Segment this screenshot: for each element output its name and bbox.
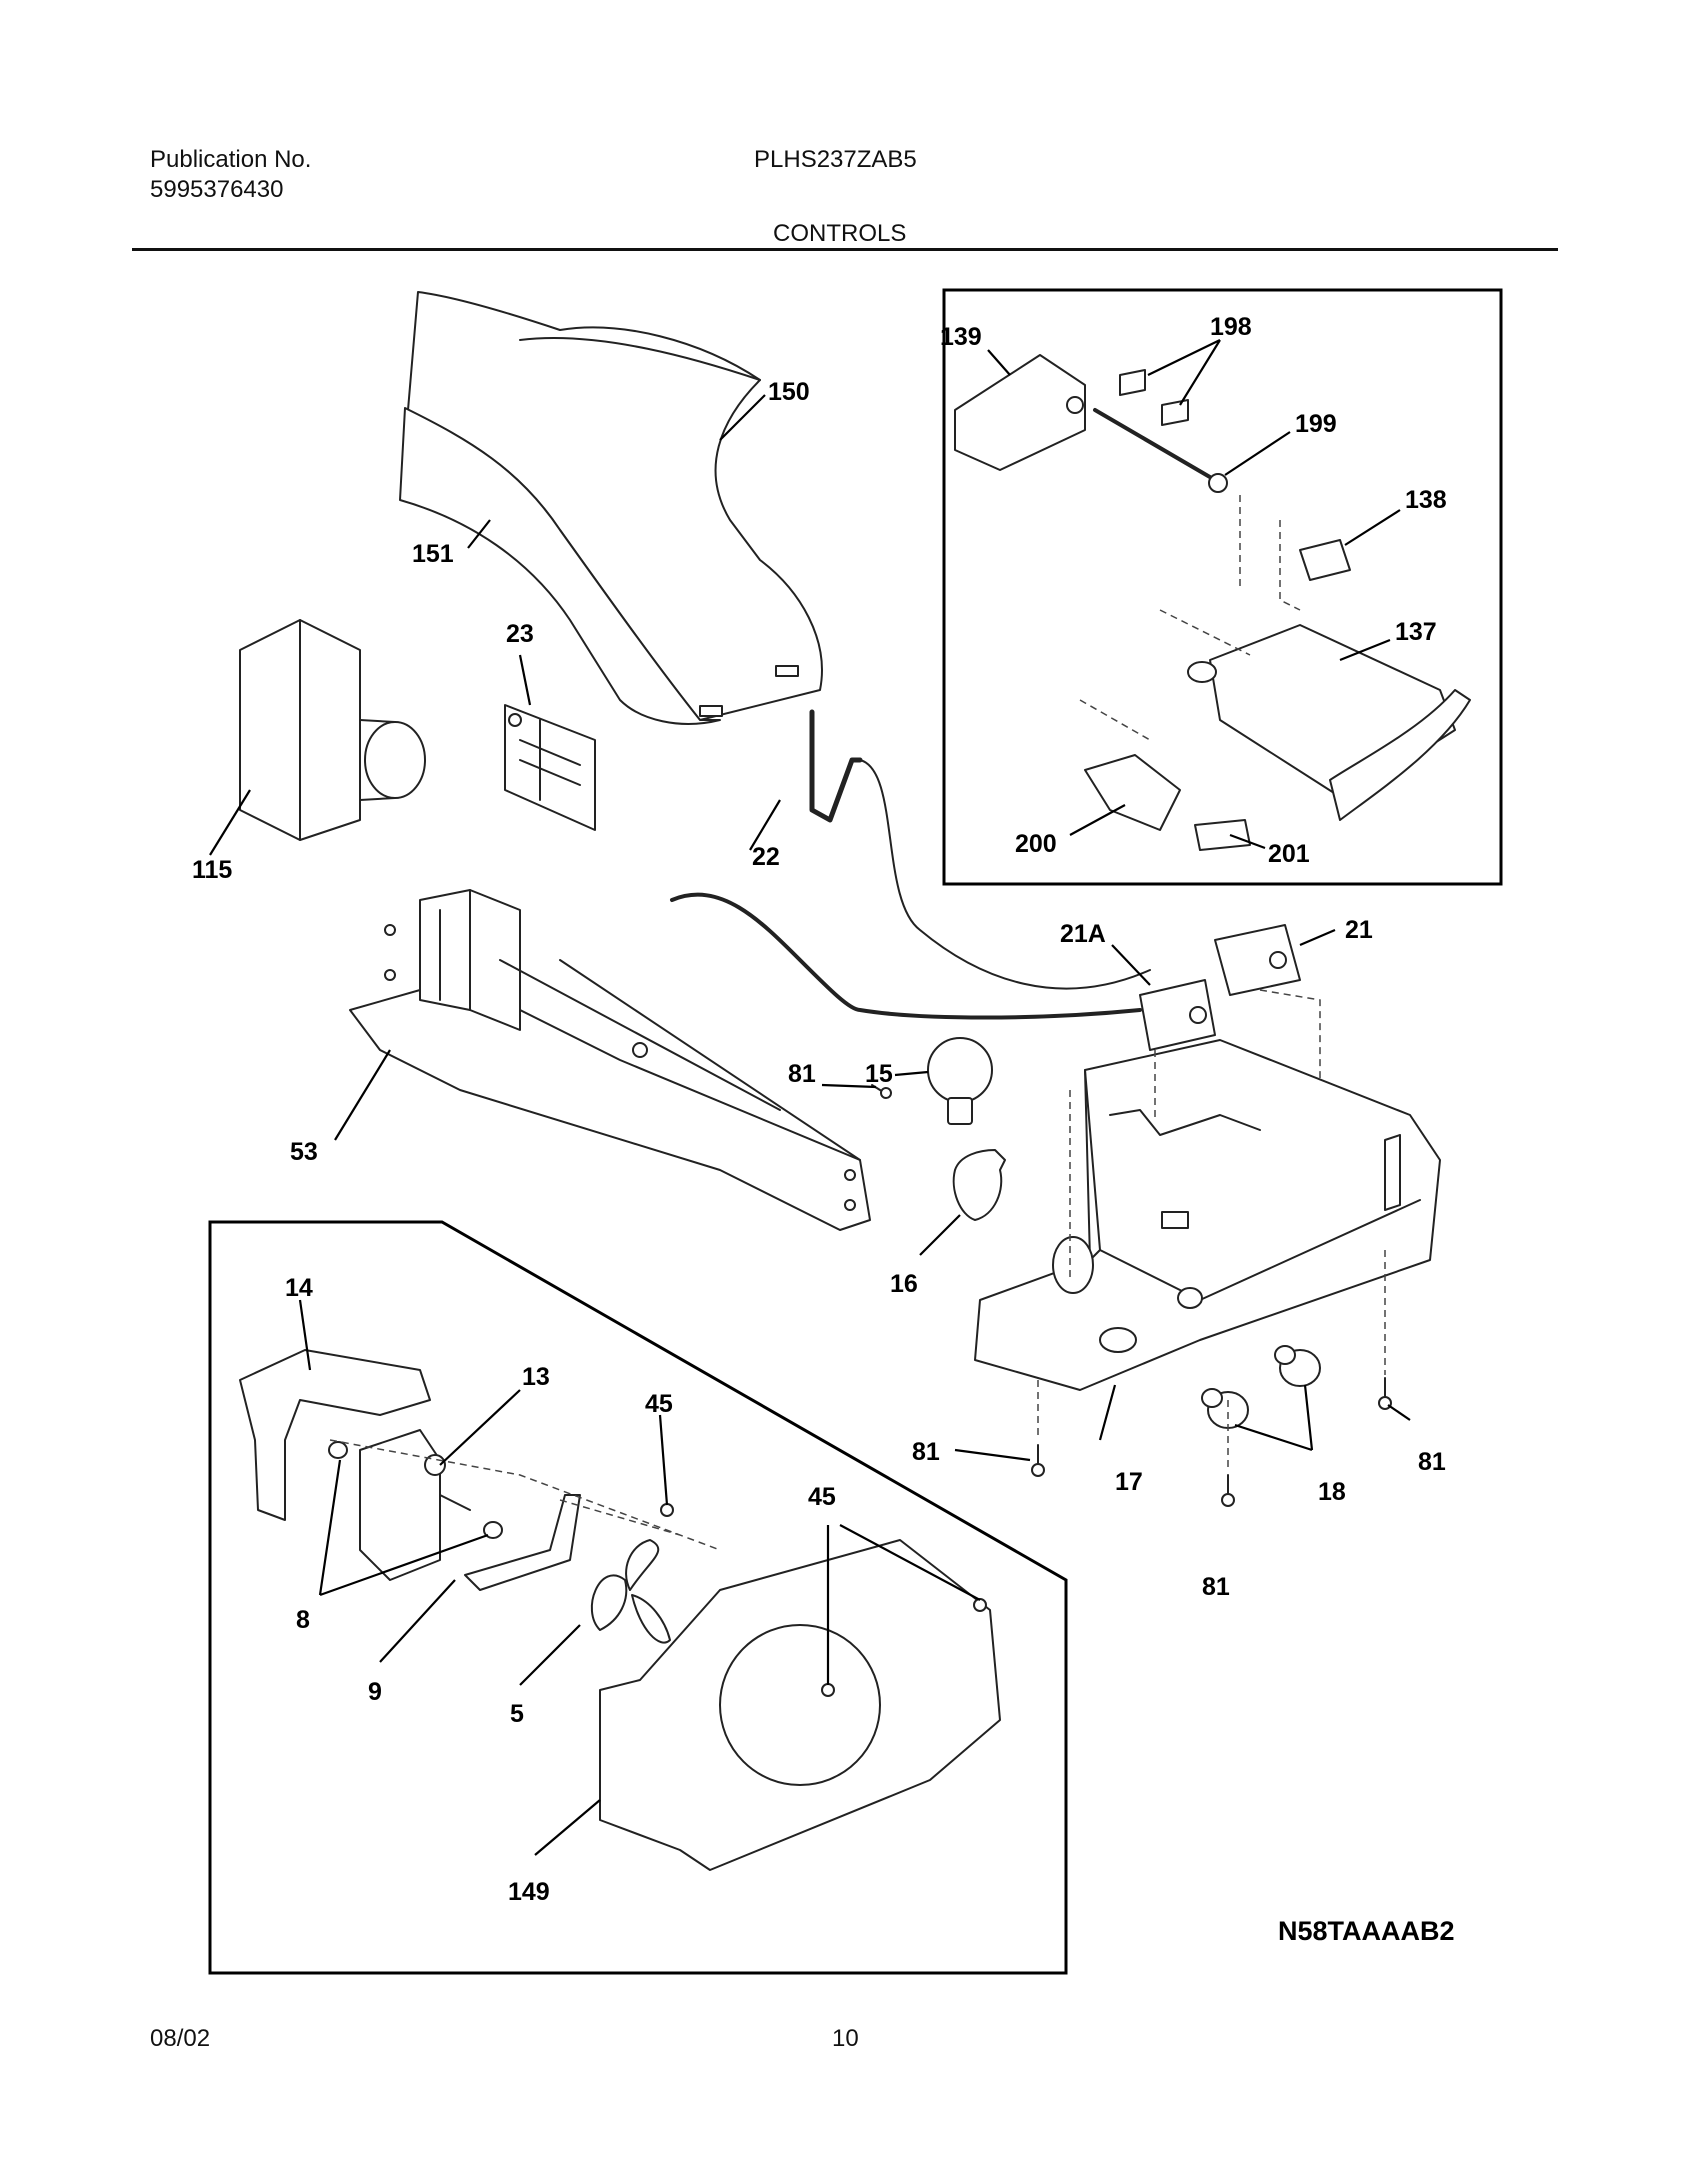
- part-label-150: 150: [768, 378, 810, 406]
- fan-dashed-guides: [329, 1439, 721, 1551]
- part-label-22: 22: [752, 843, 780, 871]
- actuator-139-part: [954, 354, 1086, 471]
- part-label-21: 21: [1345, 916, 1373, 944]
- part-label-81-right: 81: [1418, 1448, 1446, 1476]
- part-label-8: 8: [296, 1606, 310, 1634]
- fan-motor-13-part: [359, 1429, 471, 1581]
- part-label-15: 15: [865, 1060, 893, 1088]
- control-housing-part: [239, 619, 426, 841]
- part-label-151: 151: [412, 540, 454, 568]
- actuator-200-part: [1084, 754, 1181, 831]
- knob-18-b: [1201, 1388, 1249, 1429]
- header-rule: [132, 248, 1558, 251]
- bracket-9-part: [464, 1494, 581, 1591]
- part-label-16: 16: [890, 1270, 918, 1298]
- air-duct-part: [399, 291, 823, 725]
- part-label-23: 23: [506, 620, 534, 648]
- part-label-45-b: 45: [808, 1483, 836, 1511]
- part-label-17: 17: [1115, 1468, 1143, 1496]
- label-201-part: [1194, 819, 1251, 851]
- part-label-18: 18: [1318, 1478, 1346, 1506]
- part-label-115: 115: [192, 856, 232, 884]
- part-label-199: 199: [1295, 410, 1337, 438]
- part-label-5: 5: [510, 1700, 524, 1728]
- model-number: PLHS237ZAB5: [754, 146, 917, 173]
- fan-blade-5-part: [590, 1539, 671, 1644]
- control-board-part: [504, 704, 596, 831]
- part-label-81-bottom: 81: [1202, 1573, 1230, 1601]
- mounting-bracket-part: [349, 889, 871, 1231]
- fan-shroud-149-part: [599, 1539, 1001, 1871]
- part-label-198: 198: [1210, 313, 1252, 341]
- part-label-201: 201: [1268, 840, 1310, 868]
- grommet-8-part: [328, 1441, 503, 1539]
- part-label-139: 139: [940, 323, 982, 351]
- knob-18-a: [1274, 1345, 1321, 1387]
- part-label-81-left: 81: [912, 1438, 940, 1466]
- paddle-137-part: [1187, 624, 1471, 821]
- screw-81-d: [1378, 1377, 1392, 1410]
- screw-45-a: [660, 1503, 674, 1517]
- section-title: CONTROLS: [773, 220, 907, 247]
- assembly-dashed-guides: [1037, 989, 1386, 1470]
- screw-81-b: [1031, 1444, 1045, 1477]
- bracket-14-part: [239, 1349, 431, 1521]
- dispenser-housing-part: [974, 1039, 1441, 1391]
- part-label-137: 137: [1395, 618, 1437, 646]
- switch-21-part: [1214, 924, 1301, 996]
- part-label-13: 13: [522, 1363, 550, 1391]
- spring-rod-199-part: [1093, 408, 1228, 493]
- publication-number: 5995376430: [150, 176, 284, 203]
- diagram-code: N58TAAAAB2: [1278, 1916, 1455, 1946]
- leader-lines: [209, 339, 1411, 1856]
- bracket-138-part: [1299, 539, 1351, 581]
- screw-81-c: [1221, 1474, 1235, 1507]
- inset-frame-fan-assembly: [208, 1220, 1068, 1975]
- part-label-9: 9: [368, 1678, 382, 1706]
- part-label-149: 149: [508, 1878, 550, 1906]
- wire-harness-part: [670, 709, 1151, 1020]
- part-label-21a: 21A: [1060, 920, 1106, 948]
- part-label-53: 53: [290, 1138, 318, 1166]
- part-label-81-top: 81: [788, 1060, 816, 1088]
- footer-date: 08/02: [150, 2025, 211, 2052]
- part-label-45-a: 45: [645, 1390, 673, 1418]
- part-label-138: 138: [1405, 486, 1447, 514]
- part-label-14: 14: [285, 1274, 313, 1302]
- part-label-200: 200: [1015, 830, 1057, 858]
- inset-frame-dispenser: [942, 288, 1503, 886]
- clip-198-part: [1119, 369, 1189, 426]
- light-bulb-part: [927, 1037, 993, 1125]
- publication-label: Publication No.: [150, 146, 312, 173]
- page-number: 10: [832, 2025, 859, 2052]
- switch-21a-part: [1139, 979, 1216, 1051]
- lamp-socket-part: [952, 1149, 1006, 1221]
